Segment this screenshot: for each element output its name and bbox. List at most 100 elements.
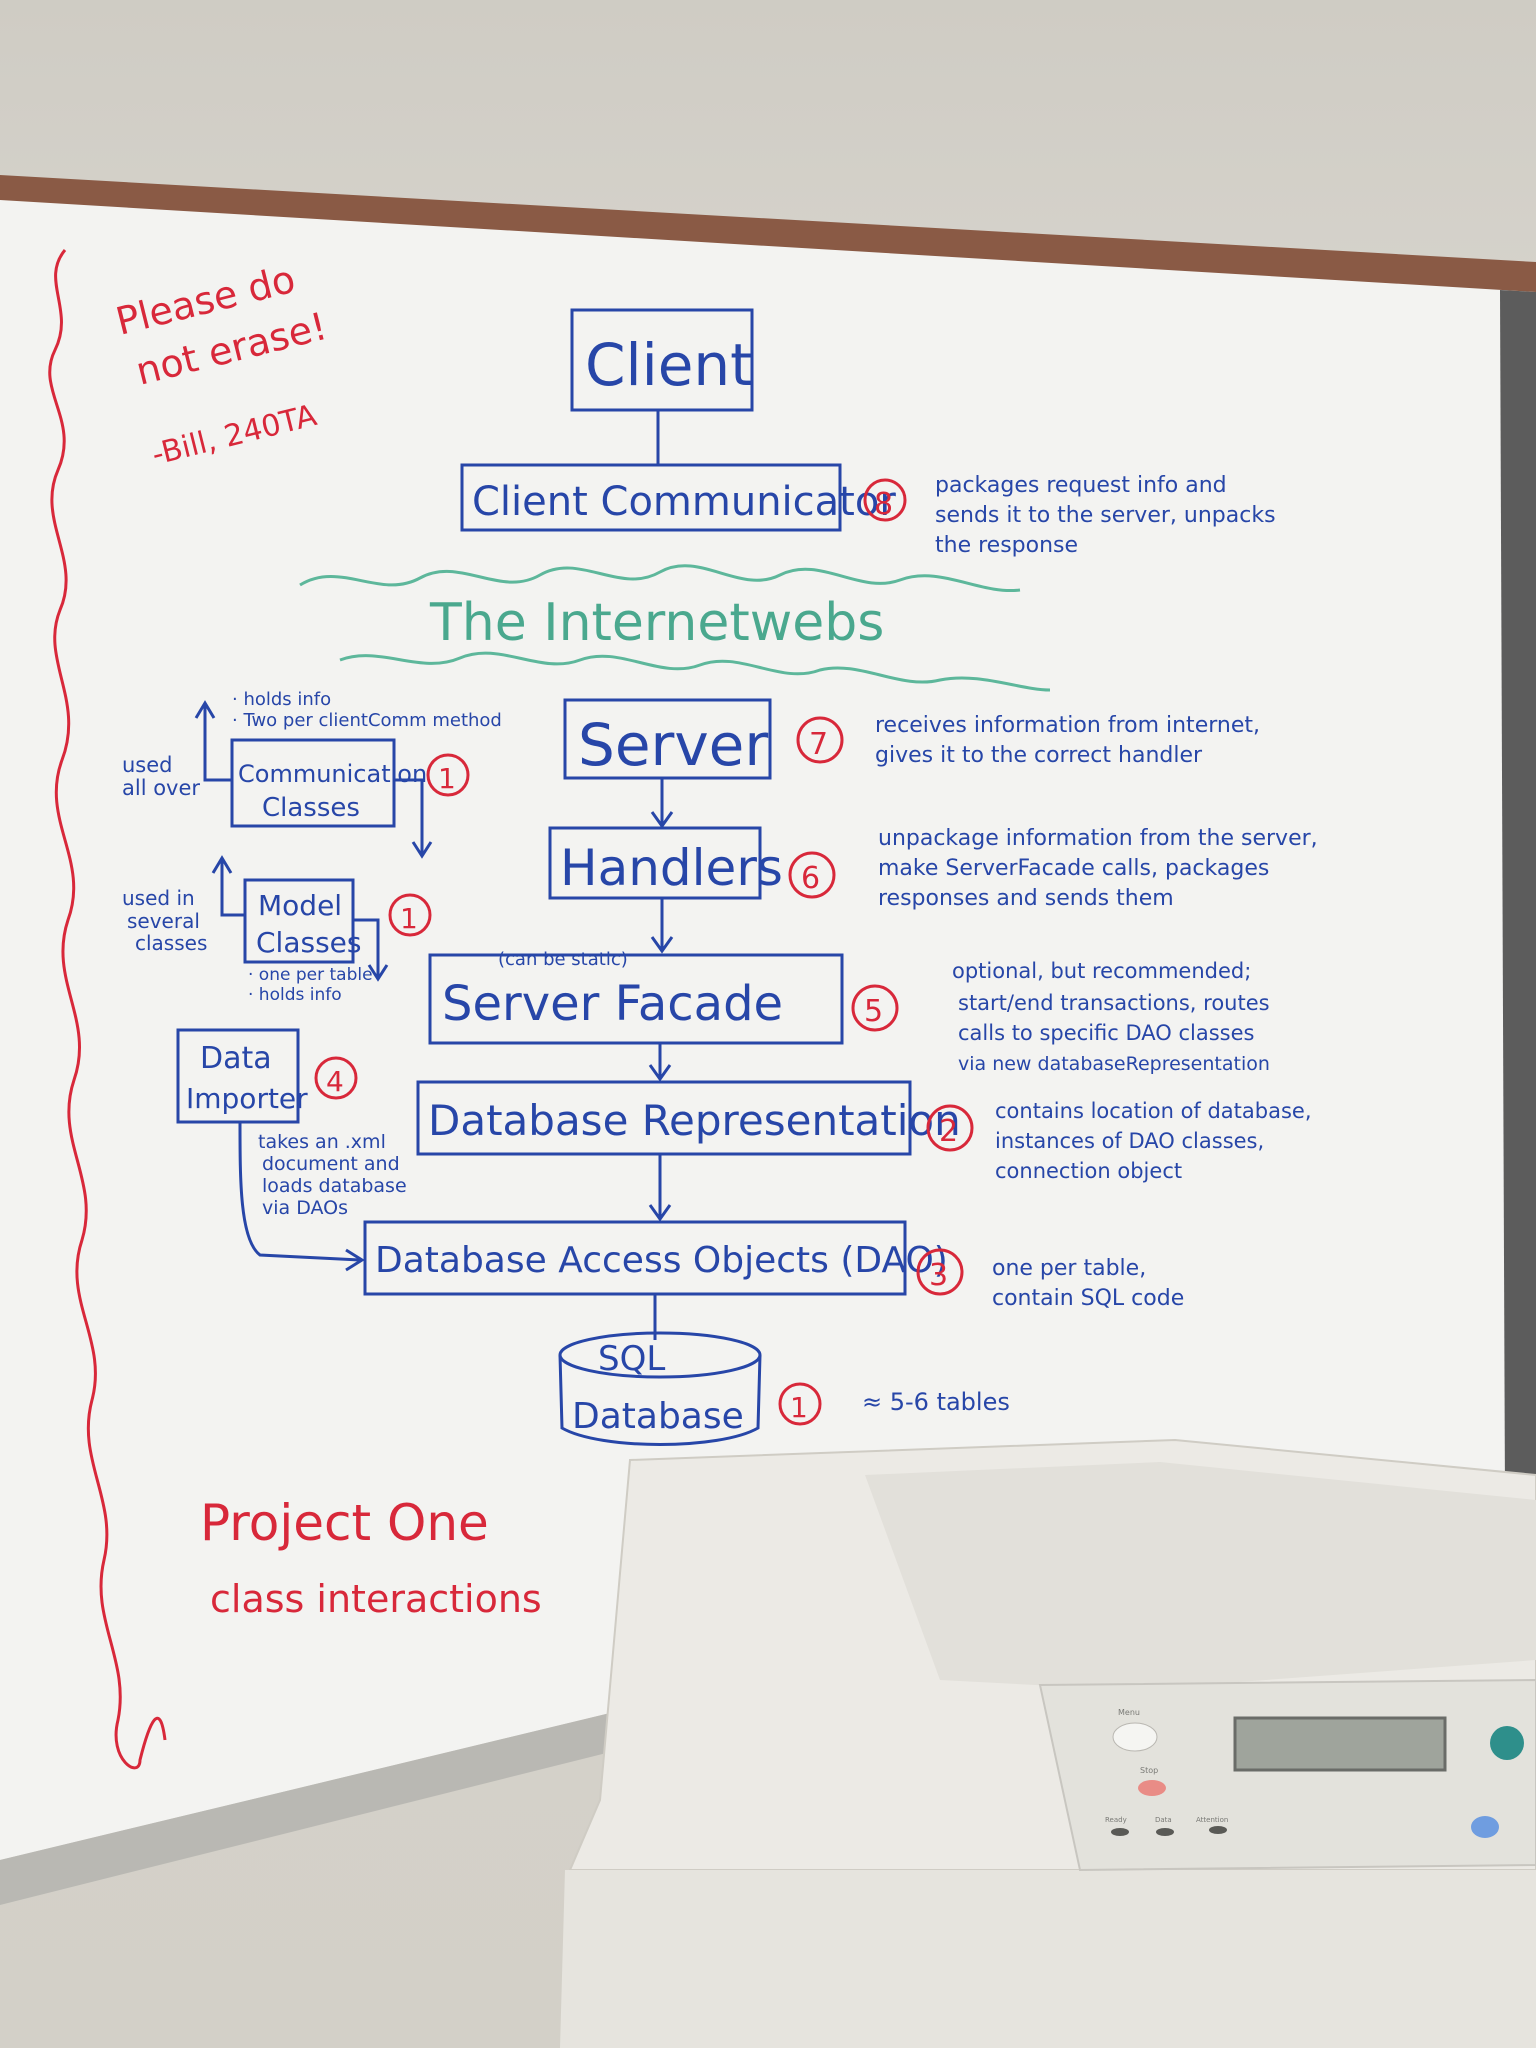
margin-wavy-line bbox=[48, 249, 167, 1770]
sql-label-1: SQL bbox=[598, 1339, 665, 1379]
count-badge-handlers bbox=[788, 851, 836, 899]
note-facade-3: calls to specific DAO classes bbox=[958, 1021, 1254, 1045]
count-handlers: 6 bbox=[801, 861, 820, 896]
arrowhead-handlers-facade bbox=[650, 936, 674, 954]
client-communicator-box bbox=[460, 463, 842, 532]
communication-classes-label-2: Classes bbox=[262, 793, 360, 823]
model-note-left-1: used in bbox=[122, 886, 195, 910]
importer-note-4: via DAOs bbox=[262, 1197, 348, 1219]
handlers-label: Handlers bbox=[560, 839, 783, 897]
printer-stop-label: Stop bbox=[1140, 1766, 1158, 1775]
client-box bbox=[570, 308, 754, 412]
count-badge-client-comm bbox=[863, 478, 907, 522]
note-facade-2: start/end transactions, routes bbox=[958, 991, 1270, 1015]
comm-note-left-1: used bbox=[122, 753, 173, 777]
model-classes-label-1: Model bbox=[258, 889, 342, 922]
note-handlers-3: responses and sends them bbox=[878, 886, 1174, 911]
note-server-1: receives information from internet, bbox=[875, 713, 1260, 738]
model-arrowhead-down bbox=[367, 964, 389, 982]
data-importer-label-2: Importer bbox=[186, 1082, 308, 1115]
count-badge-server-facade bbox=[851, 984, 899, 1032]
note-dbrep-2: instances of DAO classes, bbox=[995, 1129, 1264, 1153]
communication-classes-box bbox=[230, 738, 396, 828]
note-handlers-1: unpackage information from the server, bbox=[878, 826, 1318, 851]
comm-arrow-up bbox=[203, 705, 232, 782]
count-sql: 1 bbox=[790, 1391, 808, 1424]
count-dao: 3 bbox=[929, 1258, 948, 1293]
note-dao-2: contain SQL code bbox=[992, 1286, 1184, 1311]
arrowhead-dbrep-dao bbox=[648, 1204, 672, 1222]
arrowhead-server-handlers bbox=[650, 811, 674, 829]
printer-attention-label: Attention bbox=[1196, 1816, 1228, 1824]
printer-output-tray bbox=[865, 1462, 1536, 1690]
model-arrow-down bbox=[353, 918, 380, 978]
sql-cylinder-body bbox=[558, 1354, 762, 1446]
printer-nav-button bbox=[1490, 1726, 1524, 1760]
count-badge-model bbox=[388, 893, 432, 937]
comm-arrowhead-down bbox=[411, 841, 433, 859]
count-importer: 4 bbox=[326, 1065, 344, 1098]
model-note-below-2: · holds info bbox=[248, 985, 342, 1005]
printer-data-light bbox=[1156, 1828, 1174, 1836]
note-sql: ≈ 5-6 tables bbox=[862, 1388, 1010, 1416]
comm-note-left-2: all over bbox=[122, 776, 200, 800]
printer-attention-light bbox=[1209, 1826, 1227, 1834]
db-representation-box bbox=[416, 1080, 912, 1156]
whiteboard-right-edge bbox=[1500, 290, 1536, 1500]
server-box bbox=[563, 698, 772, 780]
model-classes-label-2: Classes bbox=[256, 926, 361, 959]
note-client-comm-3: the response bbox=[935, 533, 1078, 558]
handlers-box bbox=[548, 826, 762, 900]
count-badge-comm bbox=[426, 753, 470, 797]
count-badge-server bbox=[796, 716, 844, 764]
importer-note-2: document and bbox=[262, 1153, 400, 1175]
server-facade-box bbox=[428, 953, 844, 1045]
count-db-rep: 2 bbox=[939, 1114, 958, 1149]
internet-label: The Internetwebs bbox=[429, 593, 884, 653]
printer-data-label: Data bbox=[1155, 1816, 1172, 1824]
title-line-1: Project One bbox=[200, 1494, 489, 1552]
server-label: Server bbox=[578, 711, 768, 779]
note-dbrep-3: connection object bbox=[995, 1159, 1182, 1183]
note-facade-1: optional, but recommended; bbox=[952, 959, 1251, 983]
note-dao-1: one per table, bbox=[992, 1256, 1146, 1281]
count-model: 1 bbox=[400, 902, 418, 935]
client-communicator-label: Client Communicator bbox=[472, 479, 896, 525]
communication-classes-label-1: Communication bbox=[238, 760, 427, 788]
whiteboard-tray-rail bbox=[0, 175, 1536, 300]
importer-arrowhead bbox=[345, 1248, 365, 1272]
data-importer-label-1: Data bbox=[200, 1041, 272, 1076]
printer-menu-label: Menu bbox=[1118, 1708, 1140, 1717]
importer-arrow-to-dao bbox=[238, 1121, 361, 1262]
model-note-left-2: several bbox=[127, 909, 200, 933]
note-facade-4: via new databaseRepresentation bbox=[958, 1053, 1270, 1075]
model-arrowhead-up bbox=[211, 855, 233, 874]
count-client-comm: 8 bbox=[874, 487, 893, 522]
comm-note-above-2: · Two per clientComm method bbox=[232, 710, 502, 731]
note-client-comm-1: packages request info and bbox=[935, 473, 1227, 498]
note-dbrep-1: contains location of database, bbox=[995, 1099, 1312, 1123]
model-note-below-1: · one per table bbox=[248, 965, 373, 985]
title-line-2: class interactions bbox=[210, 1577, 542, 1621]
printer-display bbox=[1233, 1716, 1447, 1772]
printer-front bbox=[560, 1870, 1536, 2048]
db-representation-label: Database Representation bbox=[428, 1096, 961, 1145]
importer-note-3: loads database bbox=[262, 1175, 407, 1197]
note-client-comm-2: sends it to the server, unpacks bbox=[935, 503, 1276, 528]
count-server-facade: 5 bbox=[864, 994, 883, 1029]
internet-wave-lower bbox=[339, 651, 1051, 692]
dao-box bbox=[363, 1220, 907, 1296]
dao-label: Database Access Objects (DAO) bbox=[375, 1240, 948, 1281]
printer-ready-label: Ready bbox=[1105, 1816, 1127, 1824]
data-importer-box bbox=[176, 1028, 300, 1124]
count-badge-dao bbox=[916, 1248, 964, 1296]
model-note-left-3: classes bbox=[135, 931, 207, 955]
comm-note-above-1: · holds info bbox=[232, 689, 331, 710]
sql-label-2: Database bbox=[572, 1396, 744, 1437]
arrowhead-facade-dbrep bbox=[648, 1064, 672, 1082]
comm-arrow-down bbox=[394, 778, 424, 855]
note-server-2: gives it to the correct handler bbox=[875, 743, 1203, 768]
internet-wave-upper bbox=[299, 564, 1021, 593]
count-server: 7 bbox=[809, 727, 828, 762]
